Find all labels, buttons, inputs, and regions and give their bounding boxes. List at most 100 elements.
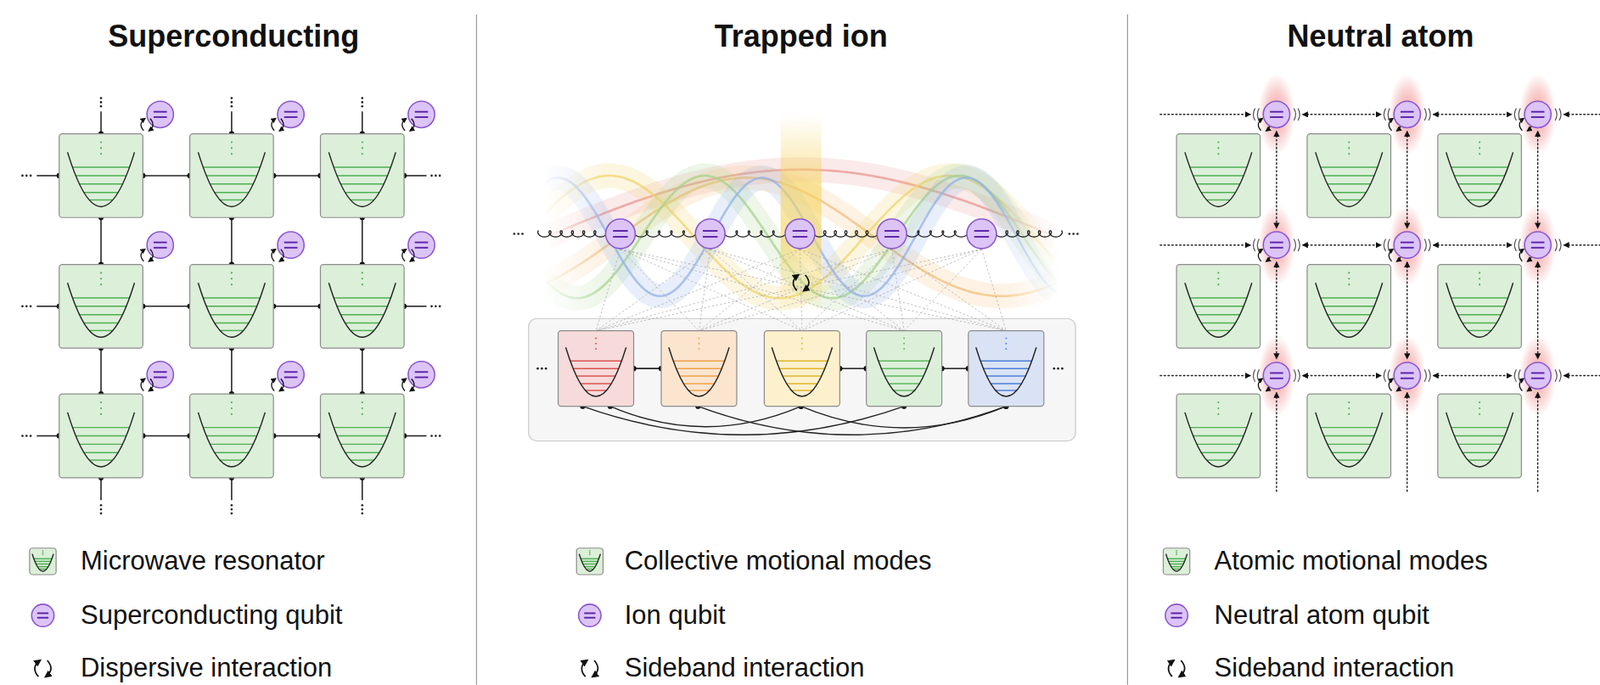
interaction-arrow [404, 249, 417, 262]
interaction-arrow [1172, 660, 1189, 678]
vibration-mark [1383, 369, 1386, 382]
ellipsis-dot [430, 434, 433, 438]
level-dot [1347, 146, 1350, 149]
vibration-mark [1257, 369, 1259, 382]
ellipsis-dot [1076, 232, 1079, 236]
potential-curve [1184, 151, 1252, 207]
ellipsis-dot [1072, 232, 1075, 236]
energy-level [35, 563, 50, 565]
coupling-wire [142, 435, 190, 438]
energy-level [336, 435, 388, 437]
resonator [558, 331, 635, 407]
ellipsis-dot [430, 174, 433, 178]
resonator [320, 134, 405, 219]
coupling-wire [634, 367, 662, 370]
energy-level [1190, 166, 1247, 168]
qubit-bar [415, 241, 429, 244]
energy-level [336, 305, 388, 307]
vibration-mark [1297, 108, 1300, 121]
ellipsis-dot [100, 105, 103, 108]
level-dot [1004, 337, 1007, 340]
qubit-bar [702, 235, 718, 238]
qubit-bar [415, 116, 429, 118]
energy-level [688, 389, 710, 391]
qubit-bar [1400, 247, 1415, 249]
potential-curve [32, 554, 54, 572]
coupling-line [981, 249, 1006, 332]
ellipsis-dot [21, 434, 24, 438]
level-dot [1175, 553, 1178, 556]
legend-label: Atomic motional modes [1214, 545, 1488, 577]
resonator [190, 264, 275, 349]
qubit-bar [153, 116, 168, 118]
energy-level [1327, 443, 1371, 445]
potential-curve [67, 151, 135, 207]
qubit-circle [1263, 231, 1290, 259]
energy-level [679, 375, 719, 377]
spring [538, 230, 608, 237]
energy-level [33, 558, 52, 560]
qubit-bar [1400, 116, 1415, 118]
qubit-circle [1524, 101, 1551, 128]
qubit-bar [1269, 116, 1284, 118]
ellipsis-dot [438, 174, 442, 178]
resonator [1176, 393, 1261, 478]
vibration-mark [1387, 108, 1390, 121]
qubit-bar [884, 235, 899, 238]
potential-curve [197, 412, 265, 467]
level-dot [698, 342, 701, 345]
energy-level [202, 426, 260, 428]
coupling-wire [942, 367, 969, 370]
tweezer-arrow [1302, 244, 1381, 246]
vibration-mark [1293, 238, 1296, 251]
ellipsis-dot [100, 101, 103, 104]
energy-level [209, 183, 253, 185]
energy-level [1327, 314, 1371, 315]
potential-curve [1166, 554, 1188, 572]
interaction-arrow [404, 118, 417, 131]
energy-level [206, 305, 258, 307]
energy-level [1196, 314, 1241, 315]
coupling-wire [230, 348, 233, 394]
tweezer-arrow [1302, 113, 1381, 115]
vibration-mark [1383, 238, 1386, 251]
coupling-line [698, 249, 982, 332]
resonator-box [968, 331, 1045, 407]
interaction-arrows [790, 271, 813, 294]
coupling-wire [142, 305, 190, 308]
legend-label: Superconducting qubit [80, 600, 343, 631]
level-dot [230, 277, 233, 280]
trapped-ion-chain [513, 114, 1079, 442]
vibration-mark [1387, 369, 1390, 382]
energy-level [683, 382, 714, 384]
vibration-mark [1559, 108, 1561, 121]
vibration-mark [1555, 108, 1557, 121]
qubit-circle [785, 218, 815, 249]
energy-level [209, 443, 253, 445]
qubit [1263, 101, 1290, 128]
qubit [1393, 231, 1421, 259]
qubit [1393, 101, 1421, 128]
coupling-line [698, 249, 710, 332]
coupling-wire [273, 435, 320, 438]
energy-level [1196, 183, 1241, 185]
vibration-mark [1514, 238, 1516, 251]
resonator-box [320, 264, 405, 349]
level-dot [589, 553, 591, 556]
qubit-bar [284, 111, 298, 113]
energy-level [1451, 426, 1509, 428]
level-dot [230, 283, 233, 286]
energy-level [34, 561, 51, 562]
potential-curve [67, 282, 135, 337]
coupling-wire [230, 217, 233, 264]
energy-level [581, 561, 598, 562]
coupling-line [698, 249, 800, 332]
level-dot [1217, 407, 1219, 410]
energy-level [990, 382, 1022, 384]
energy-level [340, 443, 384, 445]
level-dot [903, 337, 905, 340]
qubit-bar [974, 235, 989, 238]
coupling-line [620, 249, 1006, 332]
tweezer-arrow [1302, 375, 1381, 377]
qubit-bar [1531, 116, 1545, 118]
